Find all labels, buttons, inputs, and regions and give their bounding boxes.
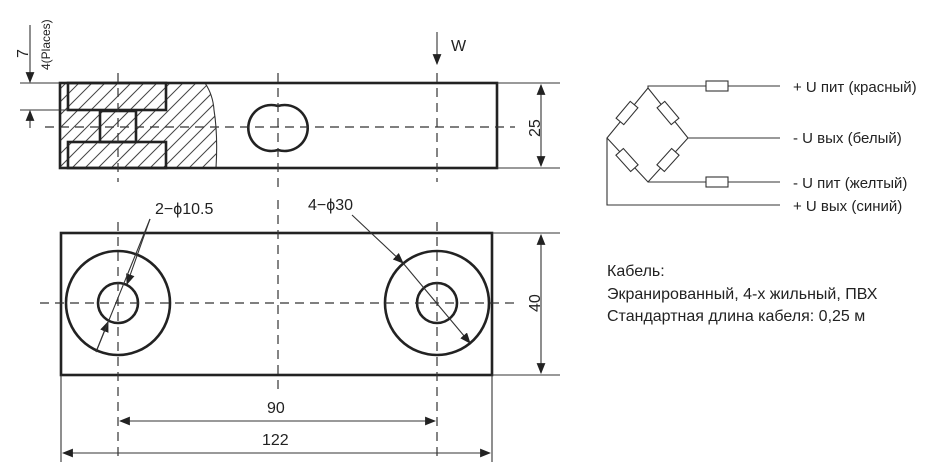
wire-label-blue: + U вых (синий) — [793, 198, 902, 215]
dim-small-holes: 2−ϕ10.5 — [155, 201, 213, 218]
dim-height-side: 25 — [527, 119, 544, 137]
hatch-line — [147, 83, 217, 168]
mounting-hole-outer-left — [64, 249, 172, 357]
hatch-line — [239, 80, 329, 170]
hatch-line — [226, 80, 316, 170]
hatch-line — [95, 83, 187, 168]
hatch-line — [82, 83, 174, 168]
hatch-line — [108, 83, 200, 168]
top-body-outline — [59, 231, 494, 377]
hatch-line — [252, 80, 342, 170]
hatch-line — [60, 83, 148, 168]
hatch-line — [0, 80, 30, 170]
cable-line-2: Стандартная длина кабеля: 0,25 м — [607, 308, 865, 325]
hatch-line — [60, 83, 109, 168]
hatch-line — [60, 83, 122, 168]
cable-info: Кабель: Экранированный, 4-х жильный, ПВХ… — [607, 263, 878, 325]
hatch-line — [304, 80, 394, 170]
wheatstone-bridge — [606, 87, 689, 183]
hatch-line — [317, 80, 407, 170]
cable-line-1: Экранированный, 4-х жильный, ПВХ — [607, 286, 878, 303]
hatch-line — [69, 83, 161, 168]
hatch-line — [0, 80, 56, 170]
section-hatching — [0, 80, 407, 170]
hatch-line — [134, 83, 217, 168]
side-view: W 7 4(Places) 25 — [0, 19, 560, 192]
wire-label-yellow: - U пит (желтый) — [793, 175, 907, 192]
hatch-line — [60, 83, 83, 168]
dim-width-top: 40 — [527, 294, 544, 312]
cable-title: Кабель: — [607, 263, 665, 280]
wire-label-red: + U пит (красный) — [793, 79, 917, 96]
dim-hole-spacing: 90 — [267, 400, 285, 417]
hatch-line — [291, 80, 381, 170]
hatch-line — [121, 83, 213, 168]
dim-thickness: 7 — [15, 49, 32, 58]
hatch-line — [160, 83, 217, 168]
hatch-line — [278, 80, 368, 170]
hatch-line — [0, 80, 43, 170]
wire-label-white: - U вых (белый) — [793, 130, 902, 147]
top-view: 2−ϕ10.5 4−ϕ30 40 90 122 — [40, 197, 560, 462]
hatch-line — [60, 83, 96, 168]
hatch-line — [60, 83, 135, 168]
wiring-diagram: + U пит (красный) - U вых (белый) - U пи… — [606, 79, 917, 215]
hatch-line — [173, 83, 217, 168]
hatch-line — [60, 83, 70, 168]
hatch-line — [212, 83, 217, 168]
hatch-line — [186, 83, 217, 168]
dim-large-holes: 4−ϕ30 — [308, 197, 353, 214]
load-label: W — [451, 38, 467, 55]
dim-total-length: 122 — [262, 432, 289, 449]
hatch-line — [199, 83, 217, 168]
dim-places: 4(Places) — [39, 19, 53, 70]
